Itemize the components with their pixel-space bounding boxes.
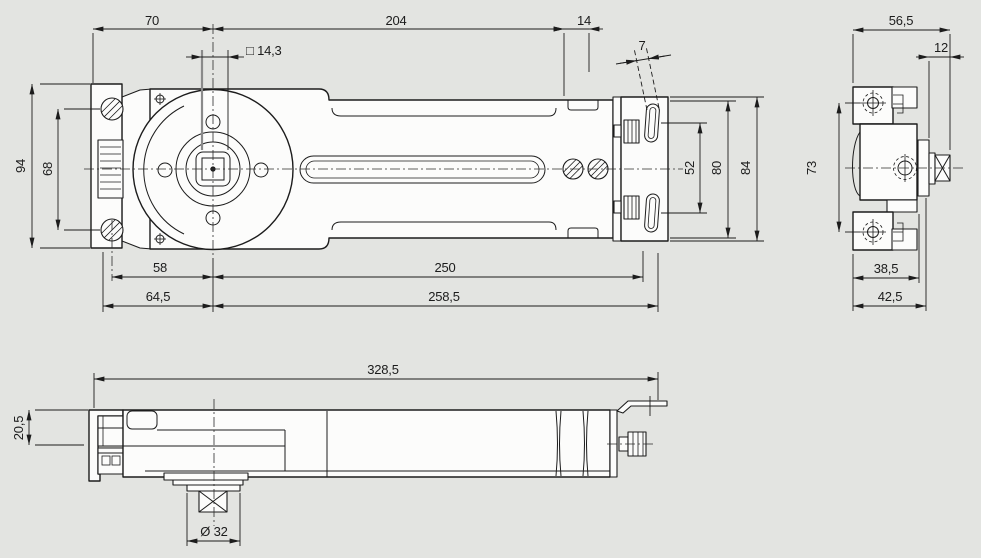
dim-84-label: 84: [738, 161, 753, 175]
dim-14-3-label: □ 14,3: [246, 43, 282, 58]
side-bottom-bracket: [891, 228, 918, 251]
side-step-block: [886, 199, 918, 213]
dim-204-label: 204: [385, 13, 406, 28]
dim-68-label: 68: [40, 162, 55, 176]
closer-body-front: [122, 409, 611, 478]
front-end-cap: [609, 409, 618, 478]
dim-328-5: 328,5: [93, 362, 659, 408]
dim-64-5-label: 64,5: [146, 289, 171, 304]
front-view: 328,5 20,5 Ø 32: [11, 362, 668, 546]
dim-7-slot: 7: [615, 38, 672, 111]
dim-52-label: 52: [682, 161, 697, 175]
dim-20-5: 20,5: [11, 409, 88, 446]
dim-14-label: 14: [577, 13, 591, 28]
dim-7-label: 7: [638, 38, 645, 53]
side-holes: [860, 90, 917, 245]
dim-42-5: 42,5: [852, 198, 927, 311]
dim-dia-32-label: Ø 32: [200, 524, 227, 539]
gear-housing-inner-arc: [143, 105, 185, 235]
dim-56-5-label: 56,5: [889, 13, 914, 28]
dim-70: 70: [92, 13, 214, 83]
dim-80-label: 80: [709, 161, 724, 175]
side-bottom-hook: [893, 222, 904, 242]
front-spindle: [163, 472, 249, 513]
end-bracket-slots: [644, 103, 660, 233]
side-view: 56,5 12 73 38,5 42,5: [804, 13, 964, 311]
dim-38-5: 38,5: [852, 214, 920, 311]
spindle-disc-32: [186, 484, 241, 492]
front-angle-bracket: [616, 400, 668, 414]
spindle-flange-disc: [172, 479, 244, 486]
front-body-details: [123, 410, 610, 477]
dim-14-3-square: □ 14,3: [186, 43, 282, 150]
dim-58-label: 58: [153, 260, 167, 275]
valve-screw-hatch: [563, 159, 608, 179]
dim-58: 58: [111, 260, 214, 280]
dim-84: 84: [670, 96, 764, 242]
dim-64-5: 64,5: [102, 252, 214, 312]
dim-73-label: 73: [804, 161, 819, 175]
centerlines-top-view: [84, 24, 683, 281]
dim-250-label: 250: [434, 260, 455, 275]
dim-42-5-label: 42,5: [878, 289, 903, 304]
valve-screws: [562, 158, 609, 180]
dim-204: 204: [212, 13, 565, 32]
dim-52: 52: [661, 122, 707, 214]
dim-250: 250: [212, 251, 644, 282]
dim-94-label: 94: [13, 159, 28, 173]
dim-258-5: 258,5: [212, 253, 659, 312]
dim-14: 14: [551, 13, 603, 96]
dim-20-5-label: 20,5: [11, 416, 26, 441]
front-clamp-mechanism: [97, 415, 124, 475]
side-middle-column: [859, 123, 918, 201]
spindle-base-plate: [163, 472, 249, 481]
dim-12: 12: [916, 40, 964, 138]
dim-dia-32: Ø 32: [186, 493, 241, 546]
dim-94: 94: [13, 83, 90, 249]
dim-328-5-label: 328,5: [367, 362, 399, 377]
front-end-bolt: [607, 431, 655, 457]
dim-12-label: 12: [934, 40, 948, 55]
top-view: 70 204 14 □ 14,3 7: [13, 13, 764, 312]
regulating-slot: [299, 155, 546, 184]
side-arc-bulge: [852, 131, 861, 197]
dim-56-5: 56,5: [852, 13, 951, 150]
side-top-bracket: [891, 86, 918, 109]
dim-38-5-label: 38,5: [874, 261, 899, 276]
dim-68: 68: [40, 108, 100, 231]
end-bracket-bolts: [613, 119, 640, 220]
dim-80: 80: [670, 100, 736, 239]
cover-recess-lines: [331, 100, 599, 238]
spindle-collar: [928, 152, 936, 185]
dim-258-5-label: 258,5: [428, 289, 460, 304]
dim-73: 73: [804, 102, 860, 233]
side-top-hook: [893, 94, 904, 114]
dim-70-label: 70: [145, 13, 159, 28]
